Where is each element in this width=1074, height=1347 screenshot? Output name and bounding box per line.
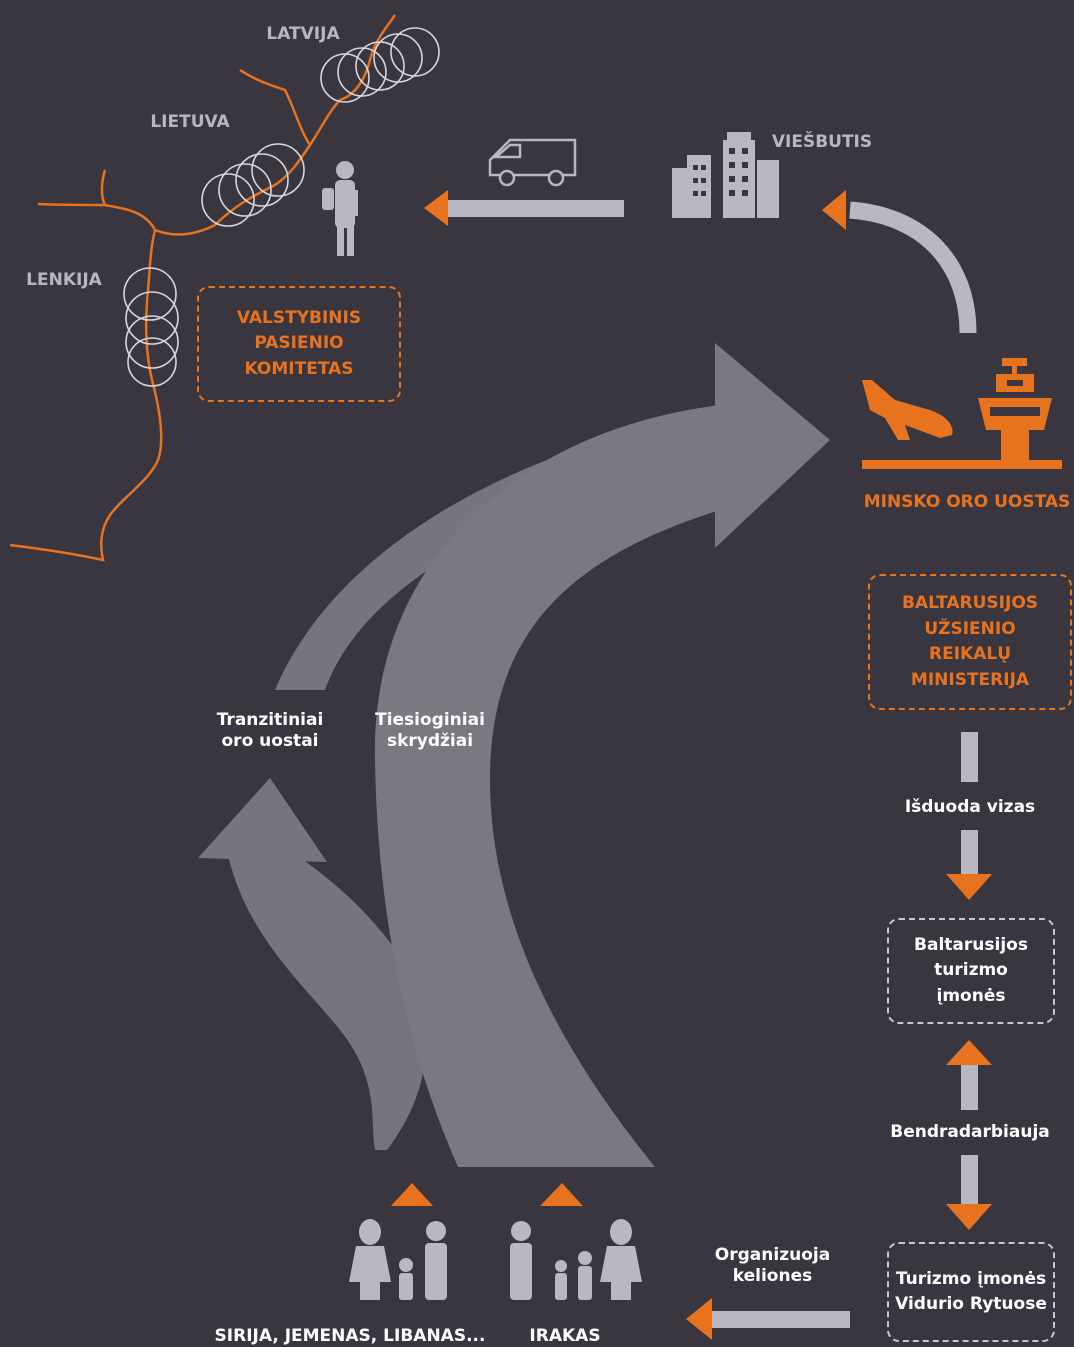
belarus-tourism-box: Baltarusijos turizmo įmonės [887, 918, 1055, 1024]
family-icon-right [510, 1219, 642, 1300]
barbed-wire-icon [123, 27, 440, 387]
ministry-box: BALTARUSIJOS UŽSIENIO REIKALŲ MINISTERIJ… [868, 574, 1072, 710]
organize-arrow-shaft [710, 1311, 850, 1328]
hotel-to-border-arrowhead [424, 190, 448, 226]
label-latvia: LATVIJA [266, 24, 340, 44]
border-committee-box: VALSTYBINIS PASIENIO KOMITETAS [197, 286, 401, 402]
label-issues-visas: Išduoda vizas [904, 797, 1036, 817]
visa-arrowhead [946, 874, 992, 900]
organize-arrowhead [686, 1298, 712, 1340]
airplane-icon [862, 380, 953, 440]
hotel-to-border-arrow-shaft [446, 200, 624, 217]
middle-east-tourism-box: Turizmo įmonės Vidurio Rytuose [887, 1242, 1055, 1342]
family-icon-left [349, 1219, 447, 1300]
airport-to-hotel-arrowhead [822, 190, 846, 230]
airport-to-hotel-arrow [849, 201, 977, 334]
cooperates-arrowhead-up [946, 1040, 992, 1065]
origin-left-arrowhead [391, 1183, 433, 1206]
label-lithuania: LIETUVA [150, 112, 230, 132]
cooperates-arrowhead-down [946, 1204, 992, 1230]
direct-flow-arrow [374, 343, 830, 1167]
label-direct-flights: Tiesioginiai skrydžiai [375, 710, 485, 752]
soldier-icon [322, 161, 358, 256]
van-icon [488, 138, 577, 187]
cooperates-up-shaft [961, 1065, 978, 1110]
label-origin-left: SIRIJA, JEMENAS, LIBANAS... [214, 1326, 486, 1346]
label-organizes-trips: Organizuoja keliones [714, 1245, 831, 1287]
label-transit-airports: Tranzitiniai oro uostai [216, 710, 324, 752]
label-hotel: VIEŠBUTIS [771, 132, 873, 152]
hotel-icon [672, 132, 779, 218]
label-cooperates: Bendradarbiauja [890, 1122, 1050, 1142]
runway-line [862, 460, 1062, 469]
visa-arrow-shaft [961, 830, 978, 875]
cooperates-down-shaft [961, 1155, 978, 1205]
label-minsk-airport: MINSKO ORO UOSTAS [863, 492, 1071, 512]
origin-right-arrowhead [540, 1183, 583, 1206]
ministry-visa-connector [961, 732, 978, 782]
label-poland: LENKIJA [26, 270, 102, 290]
label-origin-right: IRAKAS [529, 1326, 601, 1346]
